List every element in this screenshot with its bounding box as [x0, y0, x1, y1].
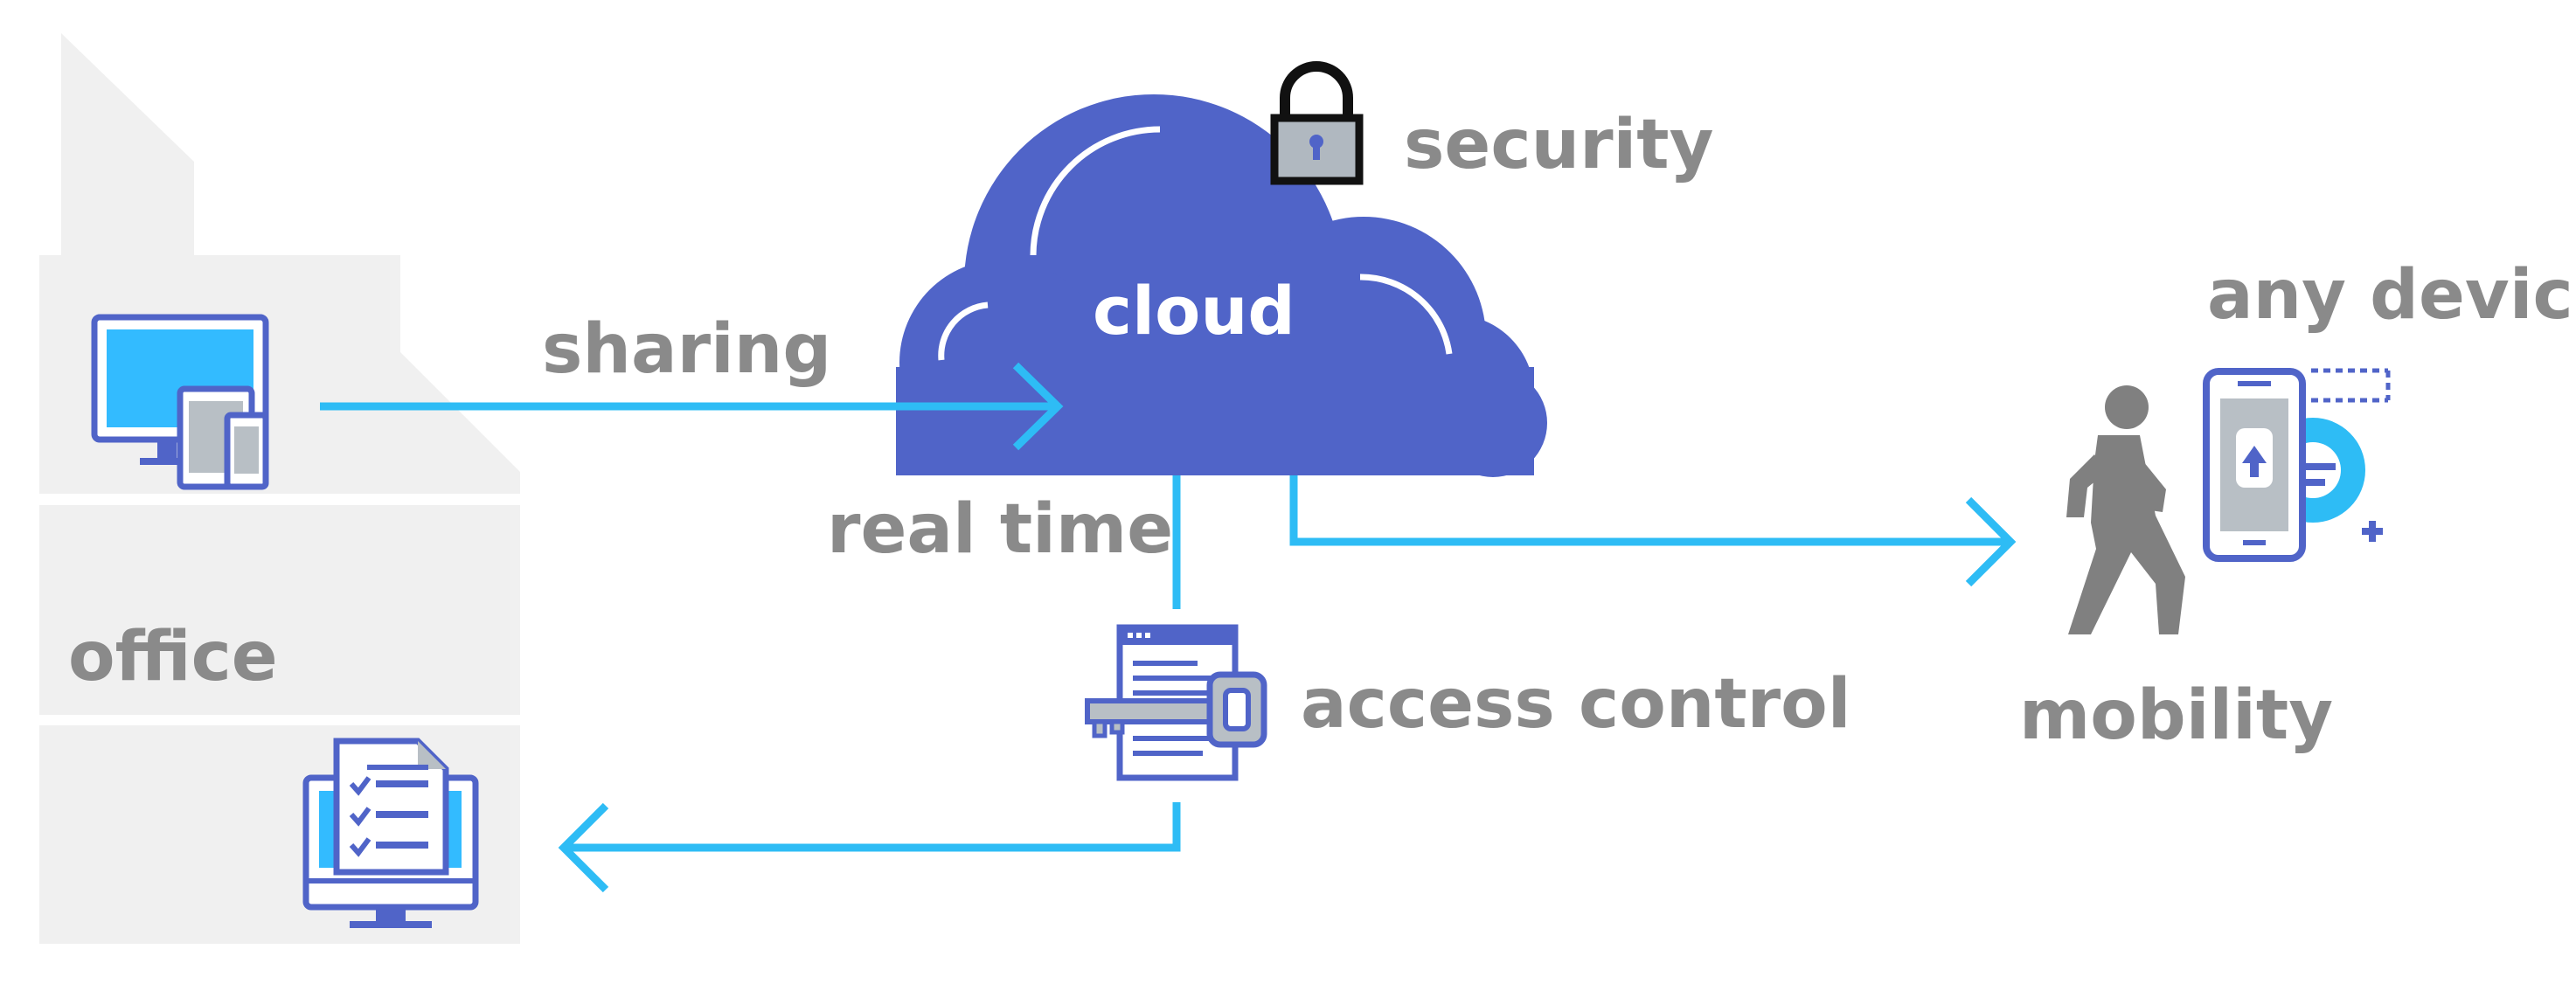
- plus-icon: [2362, 521, 2383, 542]
- office-label: office: [68, 618, 278, 696]
- sharing-label: sharing: [542, 310, 831, 389]
- any-device-label: any device: [2207, 256, 2576, 335]
- access-control-label: access control: [1301, 665, 1850, 744]
- document-with-key-icon: [1085, 624, 1267, 781]
- access-return-arrowhead: [558, 802, 609, 893]
- dashed-frame: [2311, 368, 2391, 403]
- cloud-label: cloud: [1093, 272, 1295, 350]
- mobility-label: mobility: [2019, 676, 2333, 755]
- building-floor-middle: [39, 505, 520, 715]
- security-label: security: [1404, 106, 1713, 184]
- cloud-icon: [896, 94, 1547, 477]
- access-return-arrow: [564, 802, 1181, 852]
- walking-person-icon: [2066, 385, 2185, 634]
- mobility-arrowhead: [1965, 496, 2017, 587]
- smartphone-upload-icon: [2203, 368, 2306, 562]
- monitor-checklist-icon: [302, 738, 479, 928]
- desktop-with-devices-icon: [91, 314, 269, 490]
- real-time-label: real time: [827, 490, 1173, 569]
- padlock-icon: [1270, 61, 1364, 185]
